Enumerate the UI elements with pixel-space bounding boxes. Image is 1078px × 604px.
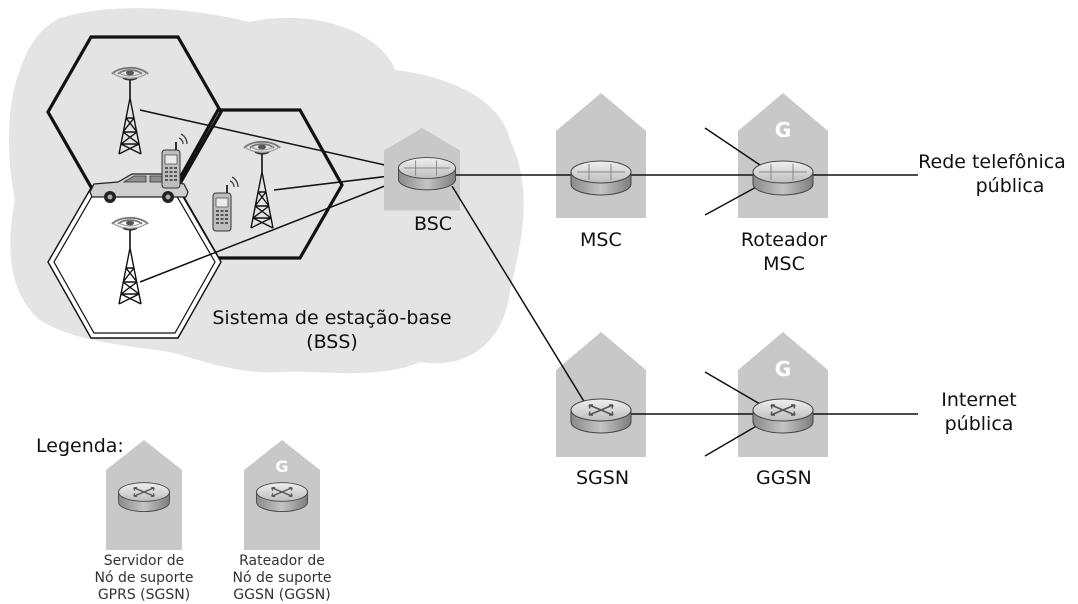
ggsn-building (738, 332, 828, 457)
legend-ggsn-line3: GGSN (GGSN) (233, 587, 331, 603)
legend-sgsn-caption: Servidor de Nó de suporte GPRS (SGSN) (76, 553, 212, 604)
gateway-mark-gmsc: G (775, 118, 791, 142)
sgsn-router (571, 399, 631, 433)
msc-label: MSC (580, 229, 622, 251)
legend-title: Legenda: (36, 435, 124, 457)
internet-label-line2: pública (944, 413, 1014, 435)
bsc-router (399, 158, 456, 190)
legend-sgsn-line3: GPRS (SGSN) (97, 587, 191, 603)
gateway-mark-ggsn: G (775, 357, 791, 381)
sgsn-building (556, 332, 646, 457)
legend-sgsn-line2: Nó de suporte (94, 570, 194, 586)
ggsn-router (753, 399, 813, 433)
tower-bsc-links (139, 109, 401, 283)
legend-ggsn-caption: Rateador de Nó de suporte GGSN (GGSN) (214, 553, 350, 604)
msc-router (571, 161, 631, 195)
legend-ggsn-router (257, 483, 308, 512)
pstn-label-line1: Rede telefônica (918, 151, 1066, 173)
gmsc-building (738, 93, 828, 218)
bss-label-line2: (BSS) (306, 331, 358, 353)
bsc-label: BSC (414, 213, 453, 235)
legend-ggsn-line1: Rateador de (239, 553, 325, 569)
gateway-mark-legend: G (275, 457, 288, 476)
core-links (451, 127, 918, 457)
sgsn-label: SGSN (576, 467, 630, 489)
ggsn-label: GGSN (756, 467, 812, 489)
internet-label: Internet pública (924, 388, 1034, 436)
bss-label-line1: Sistema de estação-base (212, 307, 452, 329)
legend-ggsn-line2: Nó de suporte (232, 570, 332, 586)
gmsc-label-line1: Roteador (740, 229, 828, 251)
gmsc-router (753, 161, 813, 195)
legend-sgsn-line1: Servidor de (103, 553, 185, 569)
gmsc-label-line2: MSC (763, 253, 805, 275)
internet-label-line1: Internet (941, 389, 1017, 411)
bss-label: Sistema de estação-base (BSS) (182, 306, 482, 354)
legend-sgsn-router (119, 483, 170, 512)
pstn-label: Rede telefônica pública (912, 150, 1072, 198)
msc-building (556, 93, 646, 218)
gmsc-label: Roteador MSC (738, 228, 830, 276)
pstn-label-line2: pública (975, 175, 1045, 197)
